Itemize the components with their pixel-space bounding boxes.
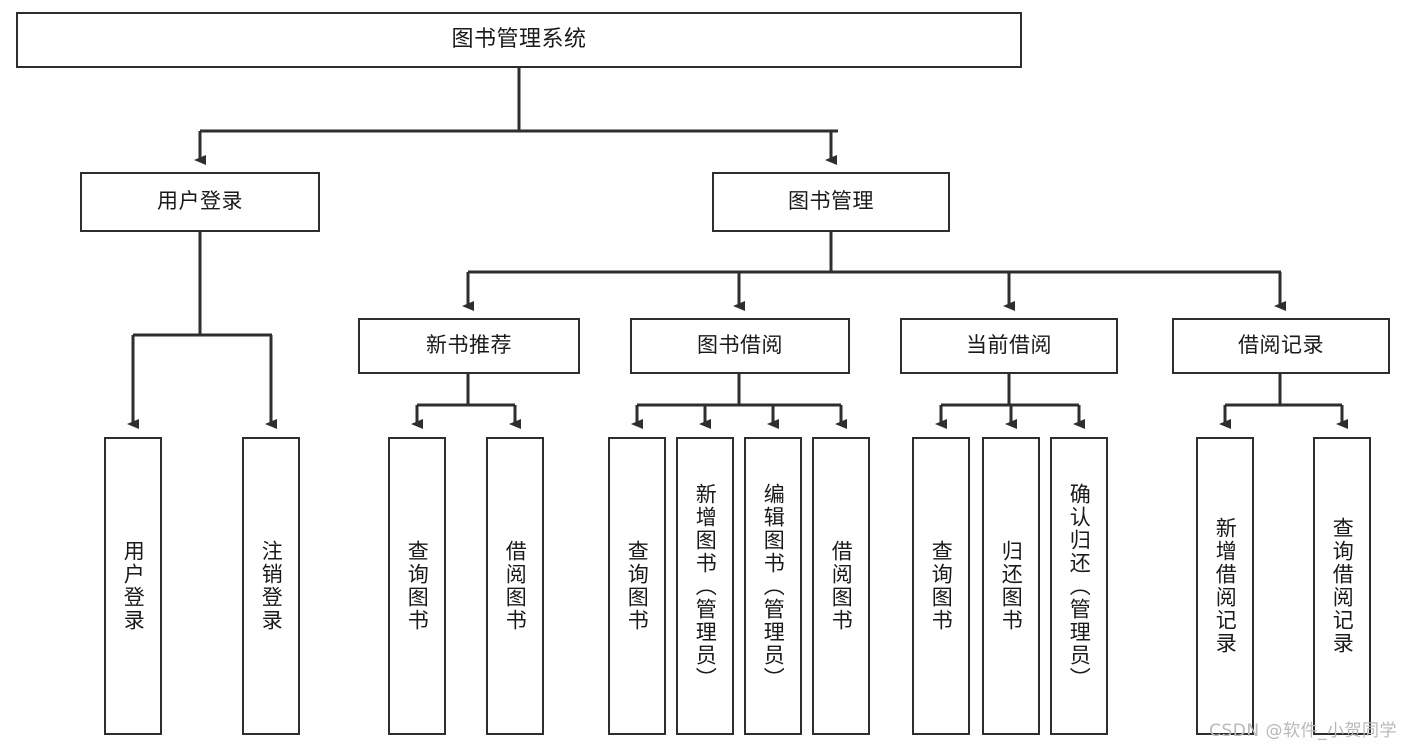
node-leaf-user-logout[interactable]: 注销登录 <box>242 437 300 735</box>
node-leaf-cur-query-book[interactable]: 查询图书 <box>912 437 970 735</box>
node-leaf-rec-query-record[interactable]: 查询借阅记录 <box>1313 437 1371 735</box>
node-leaf-rec-add-record-label: 新增借阅记录 <box>1213 517 1238 655</box>
node-root-label: 图书管理系统 <box>451 26 587 52</box>
node-leaf-cur-query-book-label: 查询图书 <box>929 540 954 632</box>
node-leaf-borrow-add-book[interactable]: 新增图书（管理员） <box>676 437 734 735</box>
node-new-book-rec-label: 新书推荐 <box>426 333 512 358</box>
node-leaf-borrow-query-book-label: 查询图书 <box>625 540 650 632</box>
watermark: CSDN @软件_小贺同学 <box>1209 721 1397 741</box>
node-borrow-record[interactable]: 借阅记录 <box>1172 318 1390 374</box>
node-leaf-borrow-borrow-book-label: 借阅图书 <box>829 540 854 632</box>
node-leaf-rec-query-book-label: 查询图书 <box>405 540 430 632</box>
node-leaf-user-login[interactable]: 用户登录 <box>104 437 162 735</box>
node-book-borrow-label: 图书借阅 <box>697 333 783 358</box>
node-leaf-borrow-borrow-book[interactable]: 借阅图书 <box>812 437 870 735</box>
node-current-borrow-label: 当前借阅 <box>966 333 1052 358</box>
node-leaf-borrow-add-book-label: 新增图书（管理员） <box>693 482 718 690</box>
node-current-borrow[interactable]: 当前借阅 <box>900 318 1118 374</box>
node-leaf-cur-return-book-label: 归还图书 <box>999 540 1024 632</box>
node-leaf-rec-borrow-book[interactable]: 借阅图书 <box>486 437 544 735</box>
node-book-manage[interactable]: 图书管理 <box>712 172 950 232</box>
node-leaf-rec-query-book[interactable]: 查询图书 <box>388 437 446 735</box>
node-new-book-rec[interactable]: 新书推荐 <box>358 318 580 374</box>
node-leaf-rec-borrow-book-label: 借阅图书 <box>503 540 528 632</box>
node-leaf-borrow-query-book[interactable]: 查询图书 <box>608 437 666 735</box>
node-book-borrow[interactable]: 图书借阅 <box>630 318 850 374</box>
node-leaf-cur-confirm-return-label: 确认归还（管理员） <box>1067 482 1092 690</box>
node-leaf-rec-add-record[interactable]: 新增借阅记录 <box>1196 437 1254 735</box>
node-book-manage-label: 图书管理 <box>788 189 874 214</box>
node-root[interactable]: 图书管理系统 <box>16 12 1022 68</box>
node-user-login-label: 用户登录 <box>157 189 243 214</box>
node-leaf-borrow-edit-book[interactable]: 编辑图书（管理员） <box>744 437 802 735</box>
node-leaf-cur-return-book[interactable]: 归还图书 <box>982 437 1040 735</box>
node-leaf-borrow-edit-book-label: 编辑图书（管理员） <box>761 482 786 690</box>
node-leaf-user-login-label: 用户登录 <box>121 540 146 632</box>
node-borrow-record-label: 借阅记录 <box>1238 333 1324 358</box>
node-leaf-rec-query-record-label: 查询借阅记录 <box>1330 517 1355 655</box>
node-user-login[interactable]: 用户登录 <box>80 172 320 232</box>
node-leaf-cur-confirm-return[interactable]: 确认归还（管理员） <box>1050 437 1108 735</box>
node-leaf-user-logout-label: 注销登录 <box>259 540 284 632</box>
